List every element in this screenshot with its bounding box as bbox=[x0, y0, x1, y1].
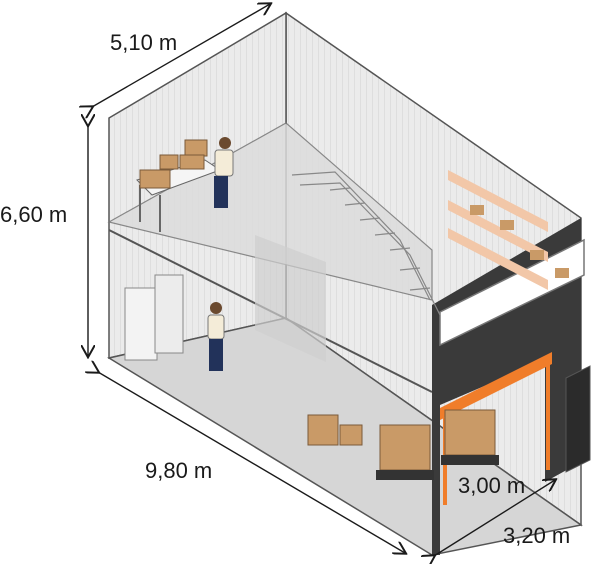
box-stack-icon bbox=[139, 139, 208, 189]
dimension-arrows bbox=[88, 4, 555, 556]
partition-wall bbox=[255, 235, 326, 362]
width-label: 5,10 m bbox=[110, 30, 177, 55]
height-label: 6,60 m bbox=[0, 202, 67, 227]
length-label: 9,80 m bbox=[145, 458, 212, 483]
filing-cabinet-icon bbox=[124, 274, 184, 361]
person-icon bbox=[214, 137, 234, 208]
shelving-icon bbox=[448, 170, 569, 290]
side-door bbox=[565, 365, 591, 473]
door-width-label: 3,20 m bbox=[503, 523, 570, 548]
staircase-icon bbox=[291, 171, 441, 316]
door-height-label: 3,00 m bbox=[458, 473, 525, 498]
